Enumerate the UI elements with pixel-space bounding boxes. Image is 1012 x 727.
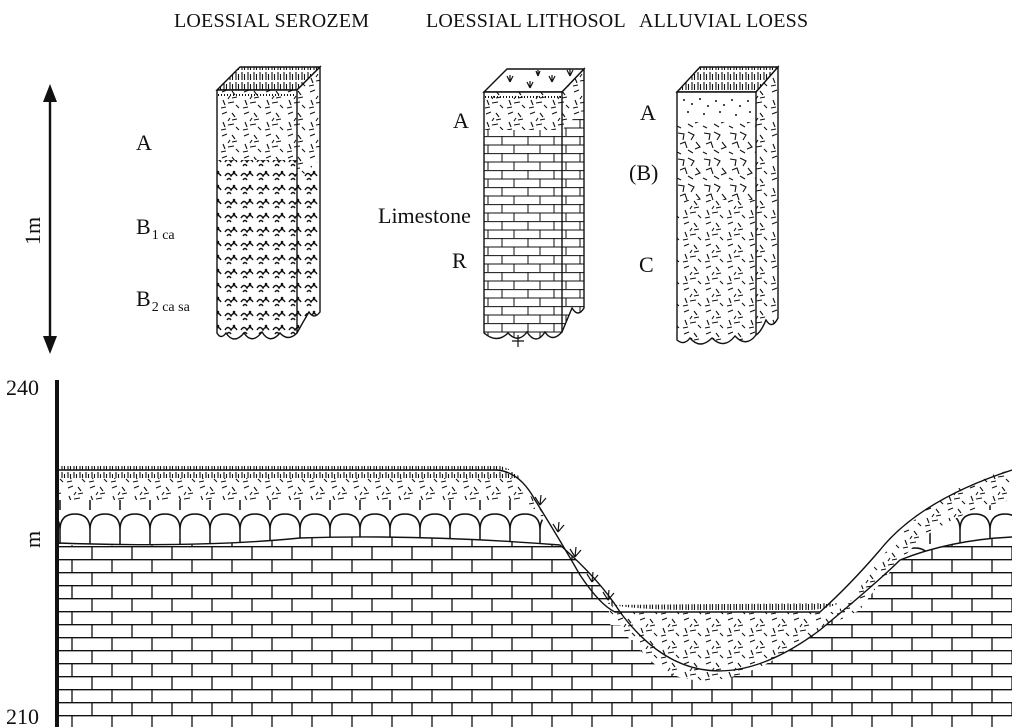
profile-title-loessial-lithosol: LOESSIAL LITHOSOL: [426, 10, 626, 32]
axis-label-210: 210: [6, 704, 39, 727]
horizon-label-r: R: [452, 248, 467, 273]
axis-label-240: 240: [6, 375, 39, 400]
horizon-label-c-alluvial: C: [639, 252, 654, 277]
axis-unit-label: m: [20, 531, 45, 548]
scale-bar: 1m: [20, 84, 57, 354]
profile-title-alluvial-loess: ALLUVIAL LOESS: [639, 10, 808, 32]
horizon-label-a: A: [136, 130, 152, 155]
profile-block-lithosol: [484, 69, 584, 347]
profile-title-loessial-serozem: LOESSIAL SEROZEM: [174, 10, 369, 32]
horizon-label-a-lithosol: A: [453, 108, 469, 133]
horizon-label-b2: B2 ca sa: [136, 286, 191, 315]
horizon-label-b-alluvial: (B): [629, 160, 658, 185]
arrow-up-icon: [43, 84, 57, 102]
horizon-label-b1: B1 ca: [136, 214, 175, 243]
profile-block-alluvial-loess: [677, 67, 778, 344]
profile-block-serozem: [217, 67, 320, 339]
scale-bar-label: 1m: [20, 217, 45, 245]
horizon-label-limestone: Limestone: [378, 203, 471, 228]
cross-section: [57, 380, 1012, 727]
arrow-down-icon: [43, 336, 57, 354]
horizon-label-a-alluvial: A: [640, 100, 656, 125]
